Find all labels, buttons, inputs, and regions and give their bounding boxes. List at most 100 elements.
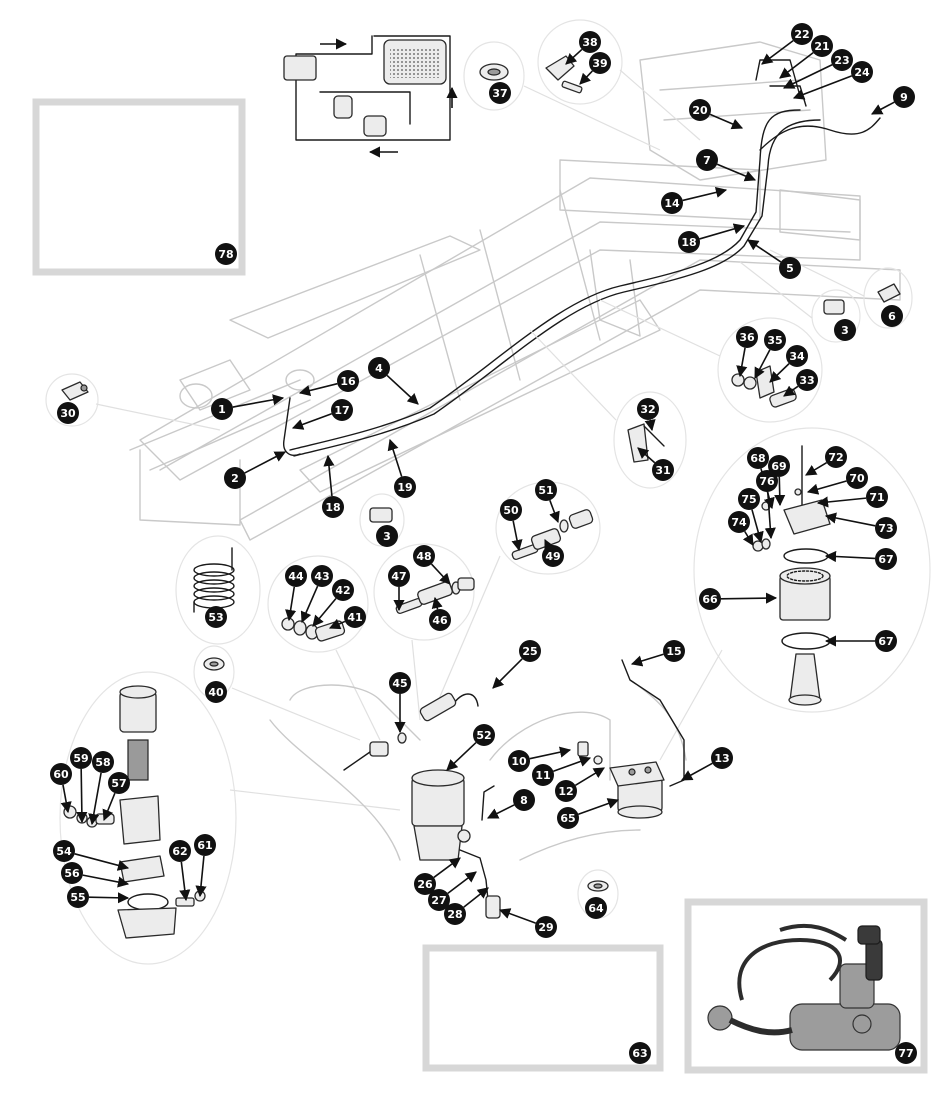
callout-leader-5: [747, 239, 782, 263]
callout-number: 19: [397, 481, 412, 494]
callout-leader-54: [74, 853, 130, 871]
callout-56: 56: [61, 862, 83, 884]
callout-number: 3: [383, 530, 391, 543]
callout-37: 37: [489, 82, 511, 104]
callout-marker: [589, 52, 611, 74]
callout-marker: [224, 467, 246, 489]
callout-marker: [652, 459, 674, 481]
callout-marker: [92, 751, 114, 773]
callout-number: 34: [789, 350, 805, 363]
callout-72: 72: [825, 446, 847, 468]
callout-leader-56: [82, 874, 130, 888]
callout-67: 67: [875, 630, 897, 652]
callout-marker: [532, 764, 554, 786]
callout-13: 13: [711, 747, 733, 769]
callout-7: 7: [696, 149, 718, 171]
callout-number: 31: [655, 464, 670, 477]
callout-marker: [388, 565, 410, 587]
callout-leader-9: [871, 101, 895, 115]
callout-marker: [881, 305, 903, 327]
callout-6: 6: [881, 305, 903, 327]
callout-number: 21: [814, 40, 829, 53]
callout-leader-50: [511, 520, 523, 552]
callout-60: 60: [50, 763, 72, 785]
callout-leader-32: [644, 419, 656, 432]
callout-43: 43: [311, 565, 333, 587]
callout-78: 78: [215, 243, 237, 265]
fuel-pump-photo: [707, 923, 901, 1051]
callout-leader-35: [754, 349, 771, 379]
callout-67: 67: [875, 548, 897, 570]
callout-number: 71: [869, 491, 884, 504]
callout-74: 74: [728, 511, 750, 533]
callout-26: 26: [414, 873, 436, 895]
callout-29: 29: [535, 916, 557, 938]
callout-number: 10: [511, 755, 527, 768]
part-bracket-screw: [627, 423, 665, 463]
callout-46: 46: [429, 609, 451, 631]
detail-bubble-41-44: [267, 555, 369, 653]
callout-69: 69: [768, 455, 790, 477]
callout-leader-75: [751, 509, 764, 544]
callout-marker: [368, 357, 390, 379]
callout-leader-39: [579, 70, 593, 85]
callout-marker: [875, 548, 897, 570]
callout-marker: [285, 565, 307, 587]
callout-marker: [489, 82, 511, 104]
callout-leader-66: [720, 592, 778, 604]
callout-number: 64: [588, 902, 604, 915]
callout-number: 56: [64, 867, 80, 880]
detail-bubble-37: [463, 41, 525, 111]
callout-number: 69: [771, 460, 786, 473]
callout-58: 58: [92, 751, 114, 773]
callout-labels: 1233456789101112131415161718181920212223…: [50, 23, 917, 1064]
callout-70: 70: [846, 467, 868, 489]
callout-number: 41: [347, 611, 362, 624]
callout-marker: [311, 565, 333, 587]
callout-marker: [555, 780, 577, 802]
callout-leader-36: [736, 347, 748, 378]
callout-number: 16: [340, 375, 356, 388]
callout-73: 73: [875, 517, 897, 539]
callout-2: 2: [224, 467, 246, 489]
callout-22: 22: [791, 23, 813, 45]
callout-number: 32: [640, 403, 655, 416]
callout-28: 28: [444, 903, 466, 925]
callout-leader-60: [60, 784, 72, 814]
callout-number: 8: [520, 794, 528, 807]
callout-number: 24: [854, 66, 870, 79]
callout-marker: [61, 862, 83, 884]
callout-leader-29: [498, 908, 536, 924]
callout-number: 14: [664, 197, 680, 210]
callout-leader-58: [88, 772, 102, 826]
callout-leader-65: [578, 798, 620, 816]
callout-number: 59: [73, 752, 88, 765]
callout-number: 25: [522, 645, 537, 658]
callout-number: 75: [741, 493, 756, 506]
callout-leader-28: [463, 887, 489, 908]
callout-marker: [535, 479, 557, 501]
callout-marker: [57, 402, 79, 424]
callout-23: 23: [831, 49, 853, 71]
callout-leader-44: [285, 586, 297, 622]
callout-leader-21: [779, 52, 814, 79]
chassis-frame: [129, 41, 901, 541]
callout-marker: [513, 789, 535, 811]
callout-number: 39: [592, 57, 607, 70]
callout-number: 9: [900, 91, 908, 104]
callout-61: 61: [194, 834, 216, 856]
part-filter-exploded: [752, 445, 831, 706]
callout-number: 62: [172, 845, 187, 858]
callout-leader-74: [742, 530, 754, 546]
callout-17: 17: [331, 399, 353, 421]
callout-number: 67: [878, 635, 893, 648]
callout-number: 37: [492, 87, 507, 100]
callout-25: 25: [519, 640, 541, 662]
callout-leader-10: [529, 746, 572, 760]
callout-number: 13: [714, 752, 729, 765]
callout-30: 30: [57, 402, 79, 424]
callout-leader-24: [792, 75, 853, 100]
callout-number: 48: [416, 550, 431, 563]
callout-leader-51: [549, 500, 560, 524]
callout-marker: [875, 630, 897, 652]
